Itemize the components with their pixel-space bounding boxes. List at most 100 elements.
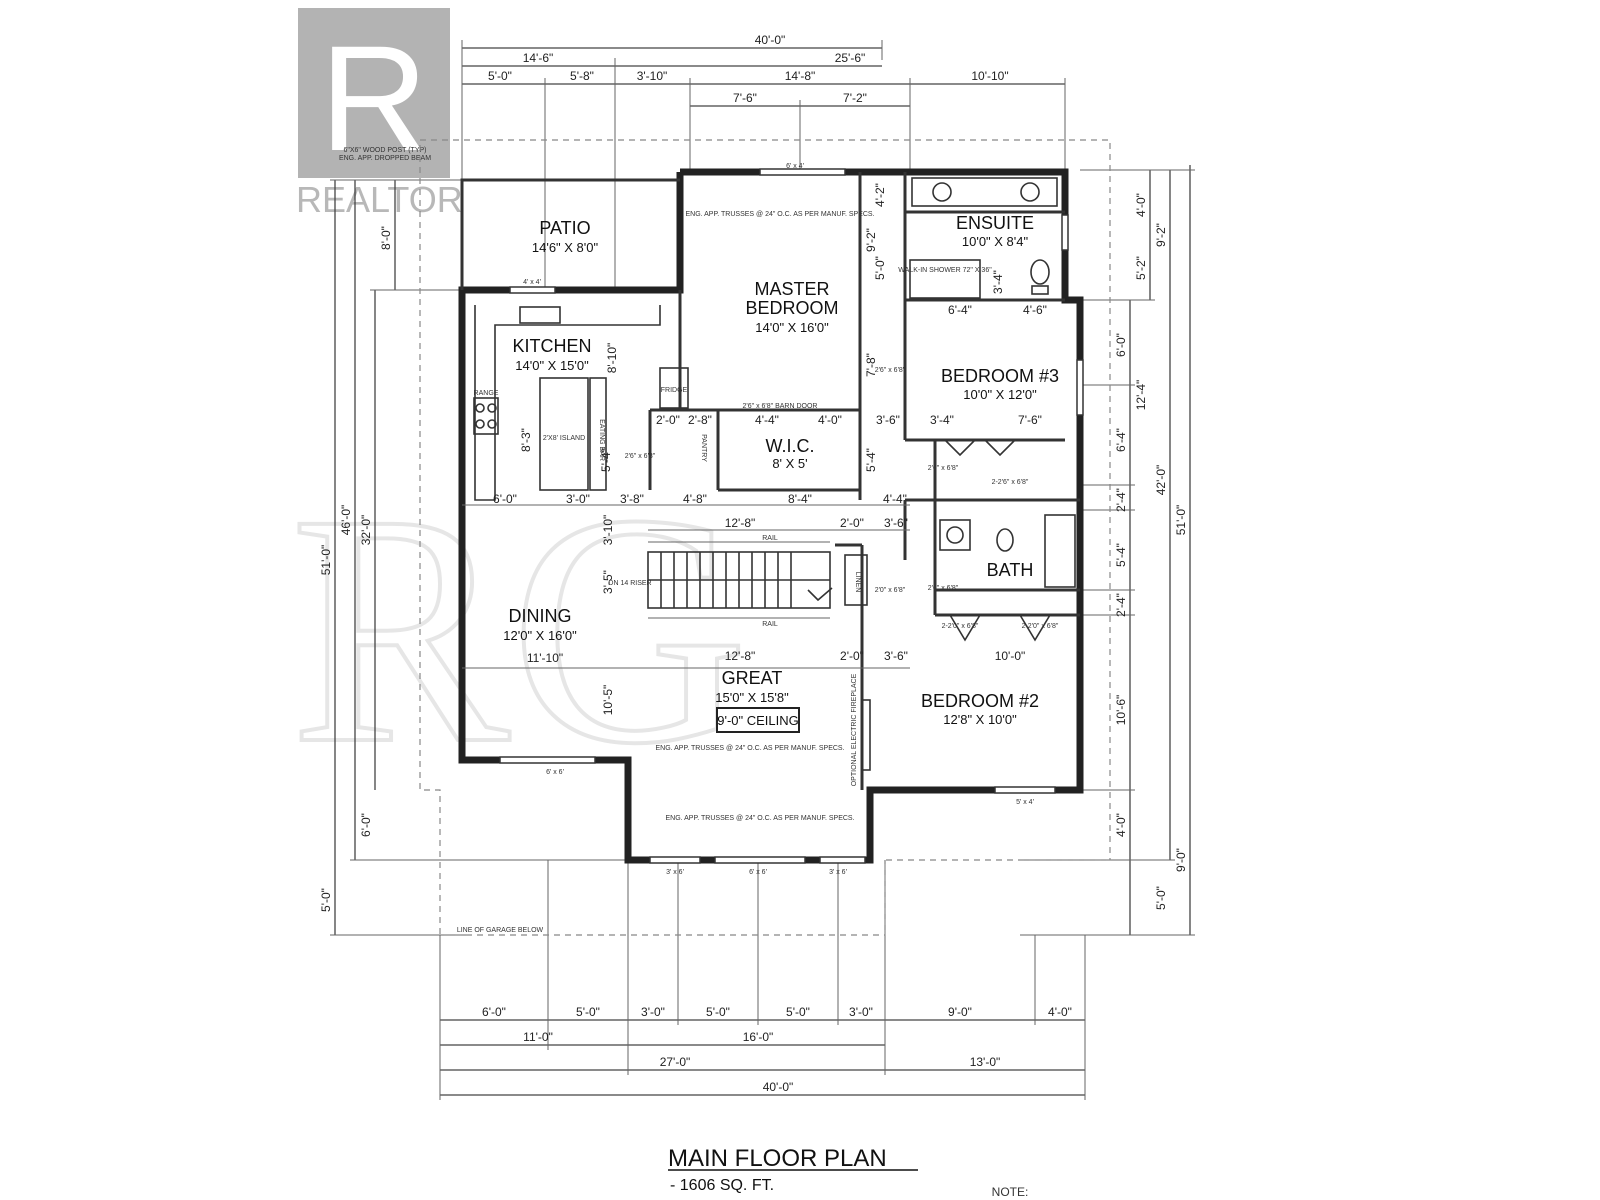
room-size-great: 15'0" X 15'8" bbox=[715, 690, 789, 705]
idim-5-4-b: 5'-4" bbox=[864, 448, 878, 472]
dim-bottom-5-0-c: 5'-0" bbox=[786, 1005, 810, 1019]
dim-right-51-0: 51'-0" bbox=[1174, 505, 1188, 536]
dim-bottom-27-0: 27'-0" bbox=[660, 1055, 691, 1069]
dim-top-10-10: 10'-10" bbox=[971, 69, 1008, 83]
stairs: DN 14 RISER bbox=[608, 551, 833, 609]
dim-bottom-overall: 40'-0" bbox=[763, 1080, 794, 1094]
dim-right-12-4: 12'-4" bbox=[1134, 380, 1148, 411]
watermark-ghost-letters: RG bbox=[290, 447, 748, 812]
garage-line: LINE OF GARAGE BELOW bbox=[419, 139, 1111, 936]
dim-right-2-4-b: 2'-4" bbox=[1114, 593, 1128, 617]
plan-note: NOTE: bbox=[992, 1185, 1029, 1199]
stair-label: DN 14 RISER bbox=[608, 580, 651, 587]
idim-10-5: 10'-5" bbox=[601, 685, 615, 716]
dim-left-5-0: 5'-0" bbox=[319, 888, 333, 912]
linen-closet bbox=[844, 554, 868, 606]
room-name-kitchen: KITCHEN bbox=[512, 336, 591, 356]
idim-3-6-a: 3'-6" bbox=[876, 413, 900, 427]
door-labels: 2'6" x 6'8" BARN DOOR 2'6" x 6'8" 2'6" x… bbox=[339, 147, 1059, 876]
dim-top-5-0: 5'-0" bbox=[488, 69, 512, 83]
bath-toilet bbox=[996, 528, 1014, 552]
interior-dimensions: 2'-0" 2'-8" 4'-4" 4'-0" 3'-6" 3'-4" 7'-6… bbox=[462, 183, 1047, 715]
ensuite-vanity bbox=[911, 177, 1058, 207]
bottom-dimensions: 6'-0" 5'-0" 3'-0" 5'-0" 5'-0" 3'-0" 9'-0… bbox=[439, 860, 1086, 1100]
truss-note-great: ENG. APP. TRUSSES @ 24" O.C. AS PER MANU… bbox=[655, 745, 844, 752]
dim-right-5-4: 5'-4" bbox=[1114, 543, 1128, 567]
dim-left-51-0: 51'-0" bbox=[319, 545, 333, 576]
dim-right-5-2: 5'-2" bbox=[1134, 256, 1148, 280]
idim-4-4-a: 4'-4" bbox=[755, 413, 779, 427]
door-label-linen: 2'0" x 6'8" bbox=[875, 587, 906, 594]
dim-right-4-0: 4'-0" bbox=[1134, 193, 1148, 217]
dim-right-5-0: 5'-0" bbox=[1154, 886, 1168, 910]
window-master: 6' x 4' bbox=[786, 163, 804, 170]
idim-3-4-a: 3'-4" bbox=[930, 413, 954, 427]
room-size-master: 14'0" X 16'0" bbox=[755, 320, 829, 335]
dim-top-7-2: 7'-2" bbox=[843, 91, 867, 105]
idim-3-5: 3'-5" bbox=[601, 570, 615, 594]
linen-label: LINEN bbox=[854, 572, 861, 593]
room-name-dining: DINING bbox=[509, 606, 572, 626]
fridge-label: FRIDGE bbox=[661, 387, 688, 394]
walkin-shower-label: WALK-IN SHOWER 72" X 36" bbox=[898, 267, 992, 274]
dim-left-46-0: 46'-0" bbox=[339, 505, 353, 536]
dim-top-overall: 40'-0" bbox=[755, 33, 786, 47]
realtor-watermark: R REALTOR bbox=[296, 8, 463, 220]
door-label-bed2-closet-a: 2-2'0" x 6'8" bbox=[942, 623, 979, 630]
room-name-patio: PATIO bbox=[539, 218, 590, 238]
dim-left-6-0: 6'-0" bbox=[359, 813, 373, 837]
dim-right-4-0-b: 4'-0" bbox=[1114, 813, 1128, 837]
dim-left-32-0: 32'-0" bbox=[359, 515, 373, 546]
bathtub bbox=[1044, 514, 1076, 588]
dim-bottom-4-0: 4'-0" bbox=[1048, 1005, 1072, 1019]
ceiling-box bbox=[716, 707, 800, 733]
room-name-wic: W.I.C. bbox=[766, 436, 815, 456]
realtor-logo-letter: R bbox=[320, 14, 428, 182]
rail-label-top: RAIL bbox=[762, 535, 778, 542]
idim-7-6: 7'-6" bbox=[1018, 413, 1042, 427]
dim-bottom-3-0-a: 3'-0" bbox=[641, 1005, 665, 1019]
eating-bar-label: EATING BAR bbox=[598, 419, 605, 461]
idim-4-6: 4'-6" bbox=[1023, 303, 1047, 317]
dim-bottom-9-0: 9'-0" bbox=[948, 1005, 972, 1019]
window-kitchen: 4' x 4' bbox=[523, 279, 541, 286]
range bbox=[473, 397, 499, 435]
dim-right-9-2: 9'-2" bbox=[1154, 223, 1168, 247]
room-size-patio: 14'6" X 8'0" bbox=[532, 240, 599, 255]
dim-right-2-4-a: 2'-4" bbox=[1114, 488, 1128, 512]
room-name-ensuite: ENSUITE bbox=[956, 213, 1034, 233]
idim-3-10: 3'-10" bbox=[601, 515, 615, 546]
idim-2-0-c: 2'-0" bbox=[840, 649, 864, 663]
door-label-bath: 2'6" x 6'8" bbox=[928, 585, 959, 592]
range-label: RANGE bbox=[474, 390, 499, 397]
idim-2-0-b: 2'-0" bbox=[840, 516, 864, 530]
dim-bottom-3-0-b: 3'-0" bbox=[849, 1005, 873, 1019]
dim-top-7-6: 7'-6" bbox=[733, 91, 757, 105]
idim-2-8: 2'-8" bbox=[688, 413, 712, 427]
bath-sink bbox=[939, 519, 971, 551]
idim-4-4-b: 4'-4" bbox=[883, 492, 907, 506]
window-great-right: 3' x 6' bbox=[829, 869, 847, 876]
idim-12-8-a: 12'-8" bbox=[725, 516, 756, 530]
door-label-bed3: 2'6" x 6'8" bbox=[928, 465, 959, 472]
dim-top-14-6: 14'-6" bbox=[523, 51, 554, 65]
kitchen-sink bbox=[519, 306, 561, 324]
right-dimensions: 4'-0" 9'-2" 5'-2" 6'-0" 12'-4" 42'-0" 51… bbox=[1020, 165, 1195, 936]
barn-door-label: 2'6" x 6'8" BARN DOOR bbox=[743, 403, 818, 410]
truss-note-bay: ENG. APP. TRUSSES @ 24" O.C. AS PER MANU… bbox=[665, 815, 854, 822]
door-label-pantry: 2'6" x 6'8" bbox=[625, 453, 656, 460]
room-name-master-2: BEDROOM bbox=[745, 298, 838, 318]
dim-top-5-8: 5'-8" bbox=[570, 69, 594, 83]
dim-left-8-0: 8'-0" bbox=[379, 226, 393, 250]
rail-label-bottom: RAIL bbox=[762, 621, 778, 628]
fridge bbox=[659, 367, 689, 409]
garage-line-label: LINE OF GARAGE BELOW bbox=[457, 927, 544, 934]
dim-top-25-6: 25'-6" bbox=[835, 51, 866, 65]
walkin-shower bbox=[909, 259, 981, 299]
room-name-master: MASTER bbox=[754, 279, 829, 299]
idim-5-4-a: 5'-4" bbox=[599, 448, 613, 472]
dim-bottom-6-0: 6'-0" bbox=[482, 1005, 506, 1019]
idim-4-0: 4'-0" bbox=[818, 413, 842, 427]
dim-bottom-11-0: 11'-0" bbox=[523, 1030, 553, 1044]
fireplace bbox=[861, 699, 871, 771]
